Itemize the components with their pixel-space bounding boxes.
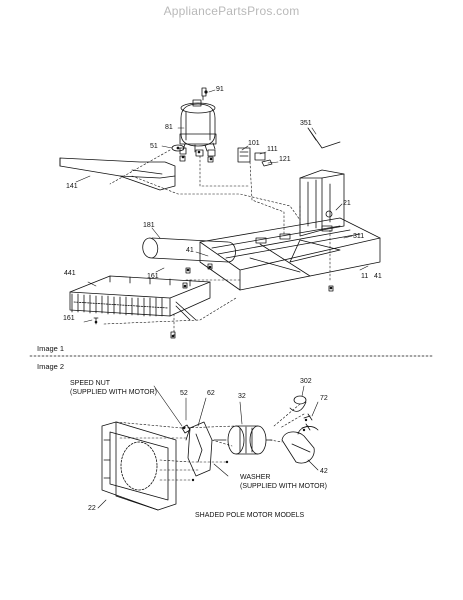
- shaded-pole-caption: SHADED POLE MOTOR MODELS: [195, 512, 305, 519]
- callout-42: 42: [320, 468, 328, 475]
- speed-nut-note: SPEED NUT: [70, 380, 111, 387]
- callout-161-upper: 161: [147, 273, 159, 280]
- callout-81: 81: [165, 124, 173, 131]
- callout-62: 62: [207, 390, 215, 397]
- image2-label: Image 2: [37, 362, 65, 371]
- callout-52: 52: [180, 390, 188, 397]
- callout-181: 181: [143, 222, 155, 229]
- image1-label: Image 1: [37, 344, 65, 353]
- callout-72: 72: [320, 395, 328, 402]
- callout-22: 22: [88, 505, 96, 512]
- callout-311: 311: [353, 233, 365, 240]
- callout-51: 51: [150, 143, 158, 150]
- speed-nut-supplied-note: (SUPPLIED WITH MOTOR): [70, 389, 157, 396]
- washer-supplied-note: (SUPPLIED WITH MOTOR): [240, 483, 327, 490]
- callout-41-upper: 41: [186, 247, 194, 254]
- callout-21: 21: [343, 200, 351, 207]
- callout-111: 111: [267, 146, 278, 153]
- callout-121: 121: [279, 156, 291, 163]
- callout-101: 101: [248, 140, 260, 147]
- callout-351: 351: [300, 120, 312, 127]
- callout-32: 32: [238, 393, 246, 400]
- callout-161-lower: 161: [63, 315, 75, 322]
- callout-41-lower: 41: [374, 273, 382, 280]
- callout-141: 141: [66, 183, 78, 190]
- washer-note: WASHER: [240, 474, 271, 481]
- callout-91: 91: [216, 86, 224, 93]
- callout-302: 302: [300, 378, 312, 385]
- callout-441: 441: [64, 270, 76, 277]
- callout-11: 11: [361, 273, 369, 280]
- watermark: AppliancePartsPros.com: [163, 4, 300, 18]
